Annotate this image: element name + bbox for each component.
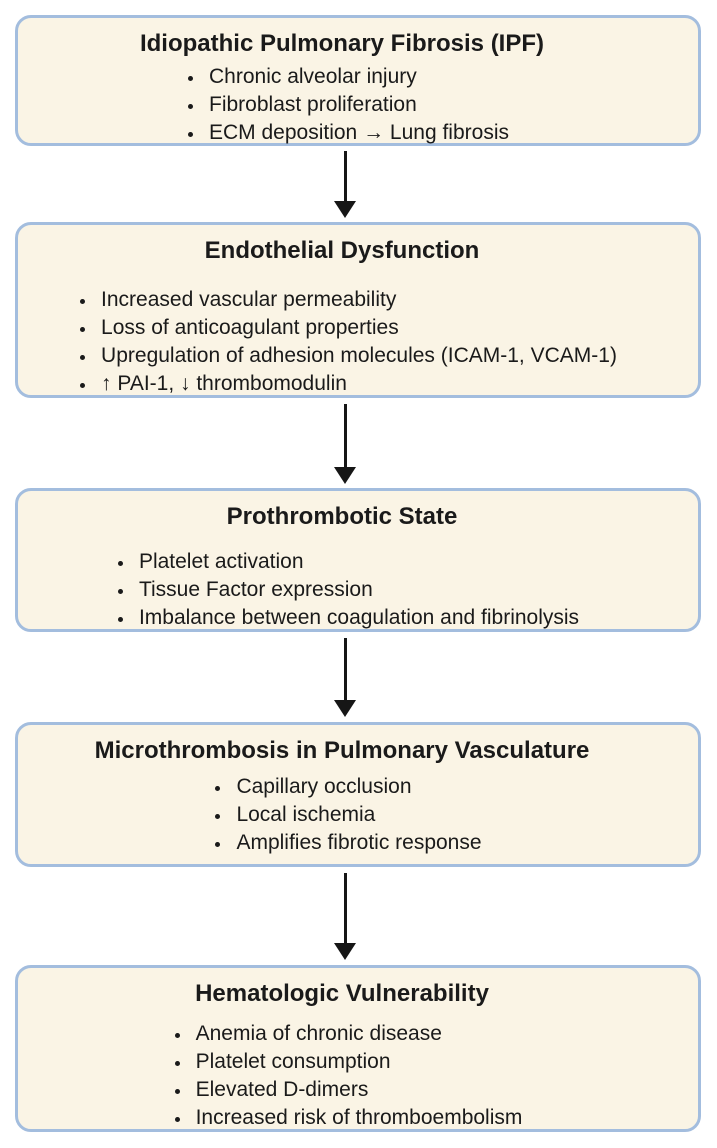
bullet-list: Increased vascular permeability Loss of …	[67, 286, 617, 398]
box-title: Idiopathic Pulmonary Fibrosis (IPF)	[139, 30, 545, 57]
arrow-stem	[343, 151, 347, 201]
down-arrow-icon	[334, 638, 356, 717]
flow-box-prothrombotic-state: Prothrombotic State Platelet activation …	[15, 488, 701, 632]
bullet-item: Loss of anticoagulant properties	[97, 314, 617, 342]
box-title: Endothelial Dysfunction	[204, 237, 480, 264]
bullet-item: Anemia of chronic disease	[192, 1020, 523, 1048]
bullet-item: Fibroblast proliferation	[205, 91, 509, 119]
bullet-list: Platelet activation Tissue Factor expres…	[105, 548, 579, 632]
bullet-item: Imbalance between coagulation and fibrin…	[135, 604, 579, 632]
bullet-item: ECM deposition → Lung fibrosis	[205, 119, 509, 147]
bullet-item: Platelet activation	[135, 548, 579, 576]
bullet-item: Tissue Factor expression	[135, 576, 579, 604]
bullet-item: Capillary occlusion	[232, 773, 481, 801]
flow-box-endothelial-dysfunction: Endothelial Dysfunction Increased vascul…	[15, 222, 701, 398]
box-title: Microthrombosis in Pulmonary Vasculature	[94, 737, 590, 764]
arrow-head	[334, 700, 356, 717]
bullet-list: Chronic alveolar injury Fibroblast proli…	[175, 63, 509, 147]
flow-box-hematologic-vulnerability: Hematologic Vulnerability Anemia of chro…	[15, 965, 701, 1132]
bullet-list: Capillary occlusion Local ischemia Ampli…	[202, 773, 481, 857]
arrow-stem	[343, 873, 347, 943]
bullet-item: Local ischemia	[232, 801, 481, 829]
bullet-item: Increased vascular permeability	[97, 286, 617, 314]
arrow-head	[334, 943, 356, 960]
arrow-stem	[343, 404, 347, 467]
bullet-item: Chronic alveolar injury	[205, 63, 509, 91]
box-title: Prothrombotic State	[226, 503, 458, 530]
bullet-item: Amplifies fibrotic response	[232, 829, 481, 857]
flow-box-microthrombosis: Microthrombosis in Pulmonary Vasculature…	[15, 722, 701, 867]
bullet-list: Anemia of chronic disease Platelet consu…	[162, 1020, 523, 1132]
arrow-head	[334, 467, 356, 484]
bullet-item: ↑ PAI-1, ↓ thrombomodulin	[97, 370, 617, 398]
down-arrow-icon	[334, 404, 356, 484]
bullet-item: Elevated D-dimers	[192, 1076, 523, 1104]
bullet-item: Increased risk of thromboembolism	[192, 1104, 523, 1132]
arrow-head	[334, 201, 356, 218]
arrow-stem	[343, 638, 347, 700]
flow-box-ipf: Idiopathic Pulmonary Fibrosis (IPF) Chro…	[15, 15, 701, 146]
bullet-item: Platelet consumption	[192, 1048, 523, 1076]
down-arrow-icon	[334, 873, 356, 960]
bullet-item: Upregulation of adhesion molecules (ICAM…	[97, 342, 617, 370]
box-title: Hematologic Vulnerability	[195, 980, 489, 1007]
down-arrow-icon	[334, 151, 356, 218]
